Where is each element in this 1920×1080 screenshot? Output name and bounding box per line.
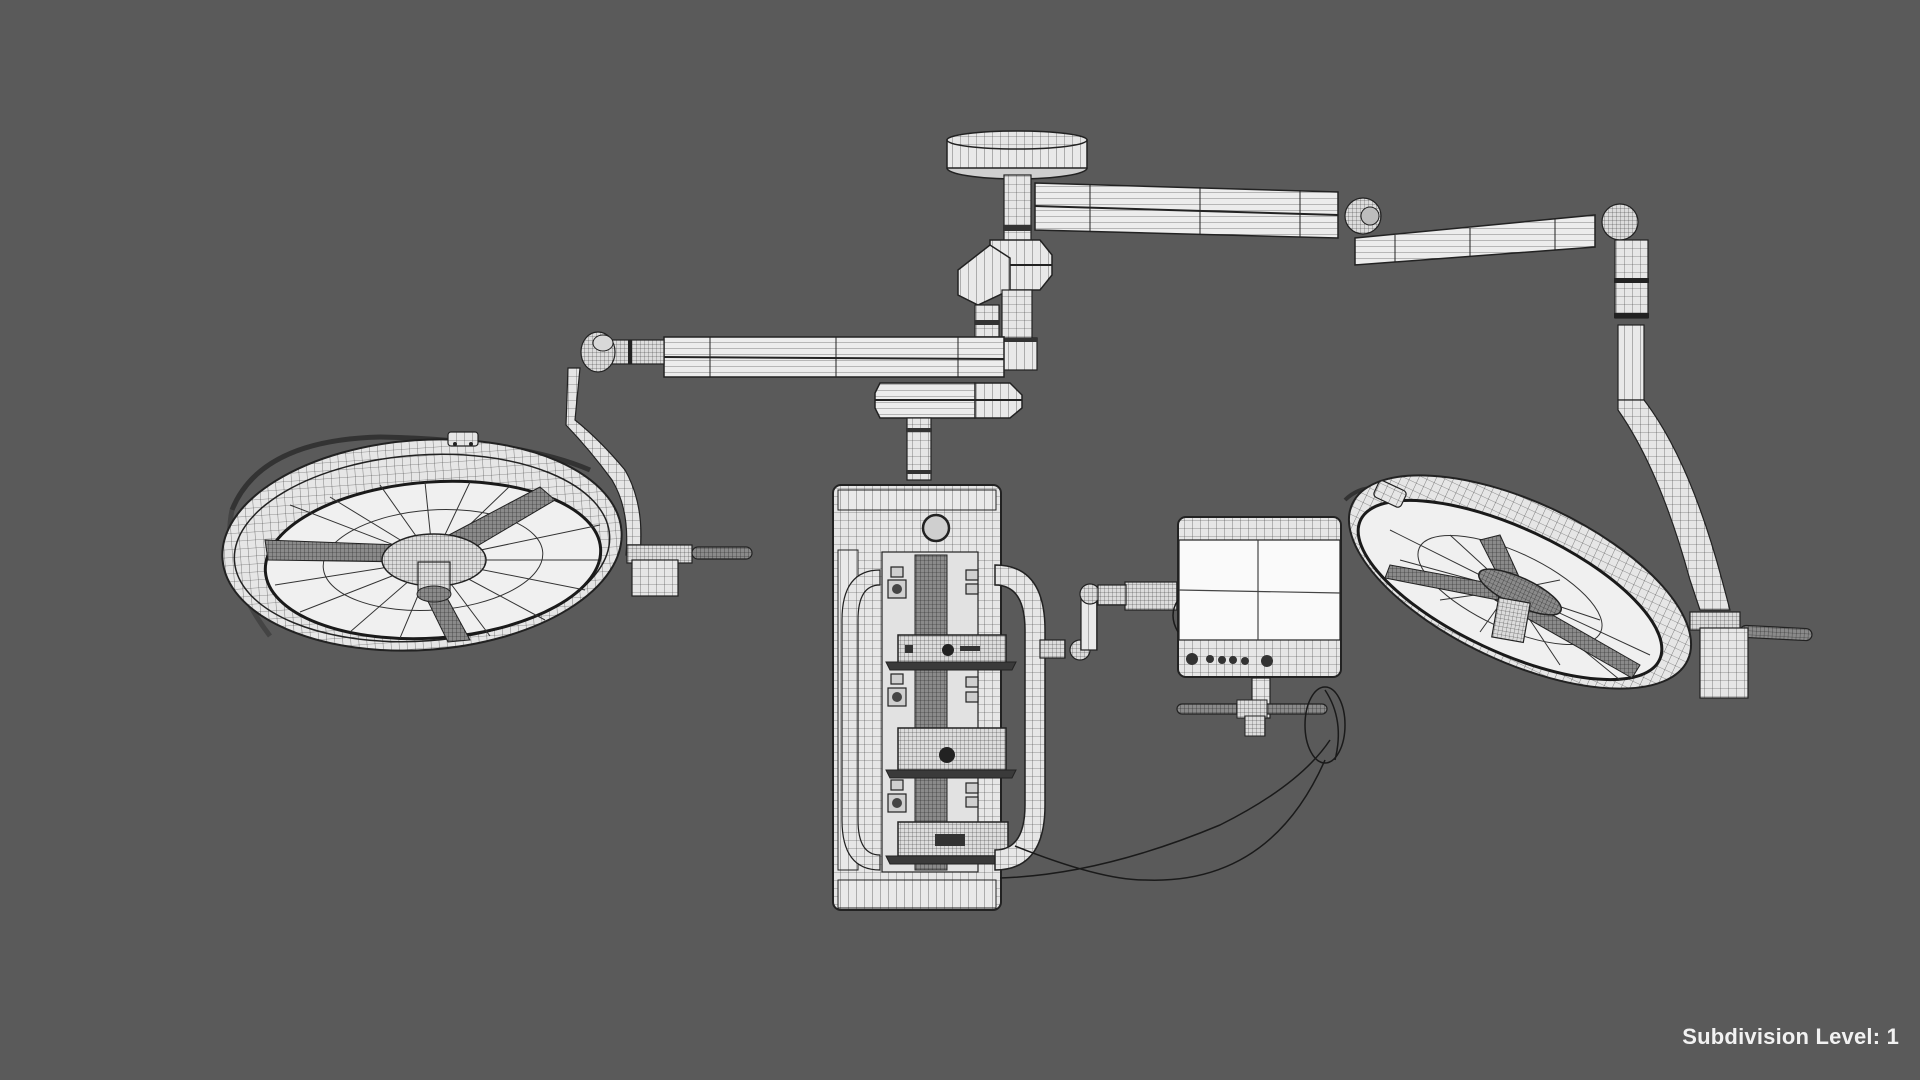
monitor — [1176, 516, 1342, 737]
subdivision-level-label: Subdivision Level: 1 — [1682, 1024, 1899, 1049]
left-surgical-light — [221, 431, 753, 652]
central-column — [874, 174, 1053, 481]
monitor-arm — [1039, 581, 1178, 661]
upper-right-arm — [1034, 182, 1731, 611]
ceiling-mount-plate — [946, 130, 1088, 180]
right-surgical-light — [1343, 474, 1813, 699]
left-arm — [565, 331, 1005, 556]
equipment-tower — [832, 484, 1046, 911]
cables — [999, 599, 1346, 881]
